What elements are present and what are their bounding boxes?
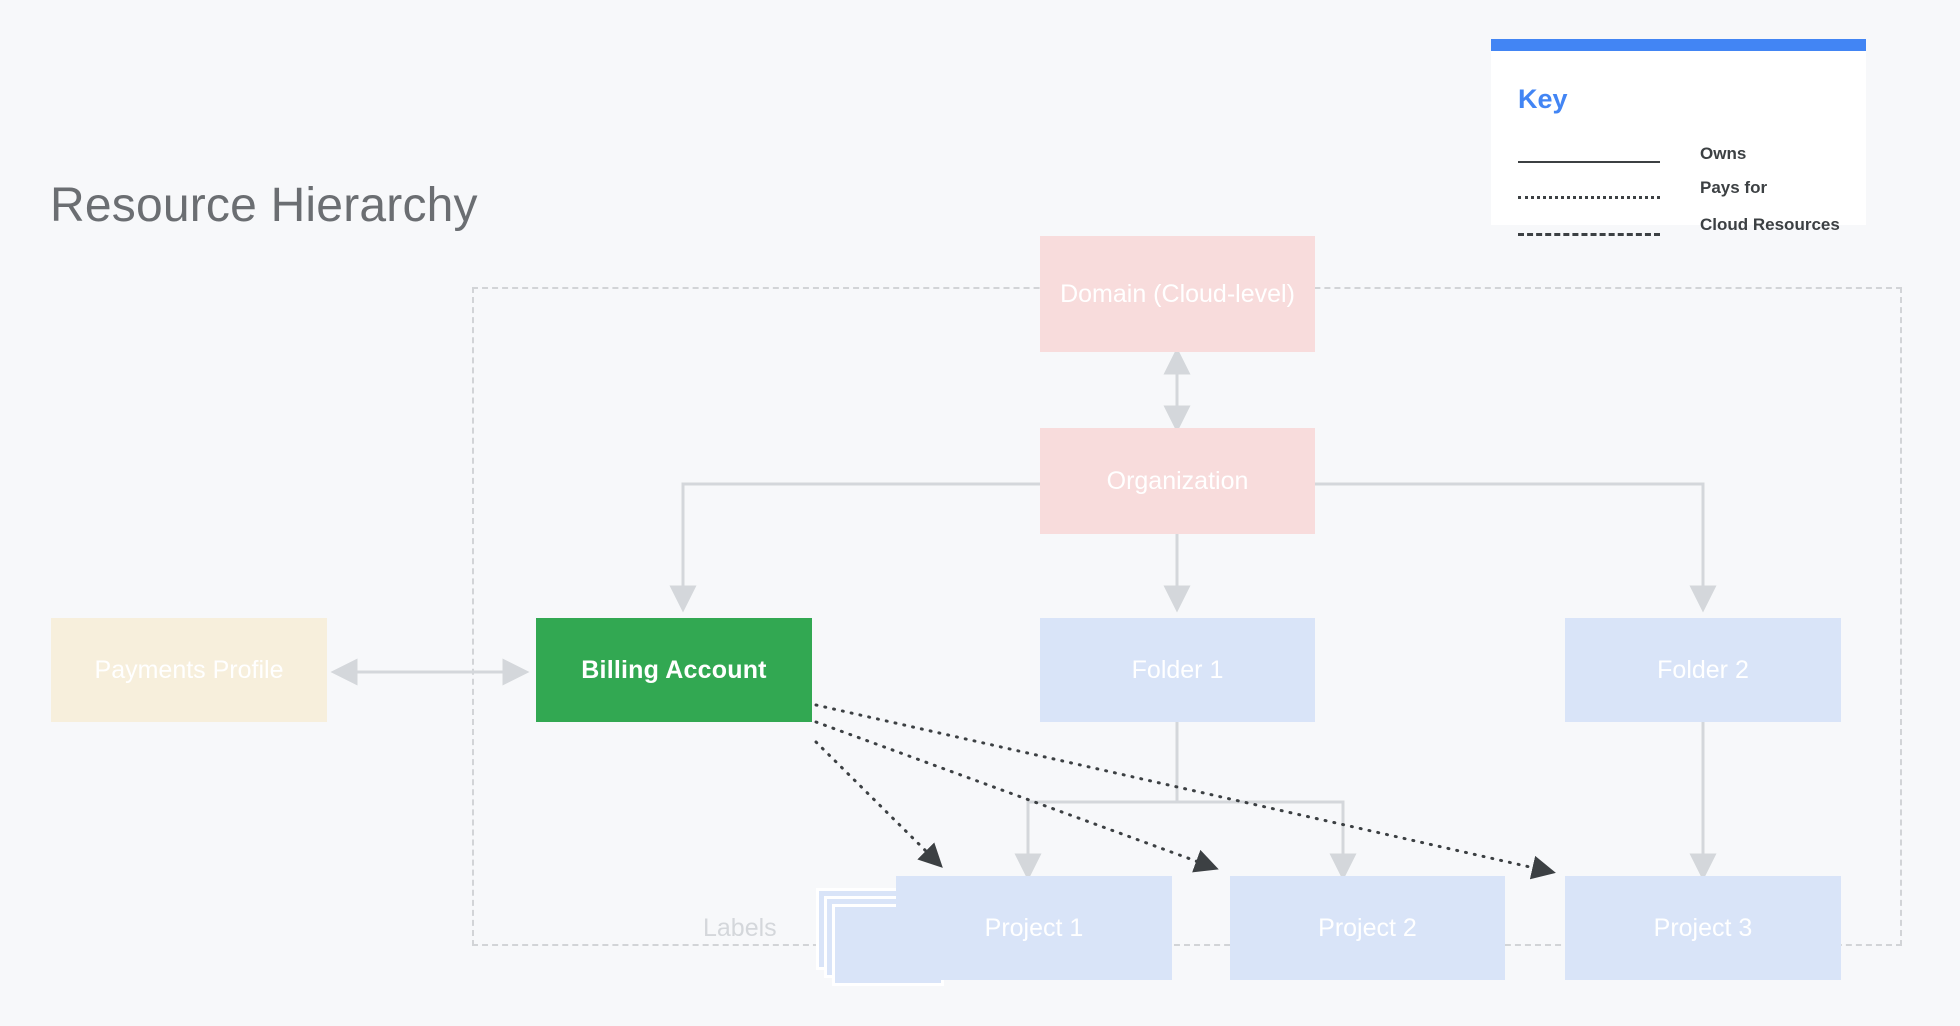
- node-project-1[interactable]: Project 1: [896, 876, 1172, 980]
- cloud-resources-boundary: [472, 287, 1902, 946]
- page-title: Resource Hierarchy: [50, 179, 478, 232]
- key-swatch-owns-line: [1518, 161, 1660, 163]
- node-project-2-label: Project 2: [1318, 914, 1417, 942]
- node-billing-account[interactable]: Billing Account: [536, 618, 812, 722]
- node-domain-label: Domain (Cloud-level): [1060, 280, 1295, 308]
- node-folder-2[interactable]: Folder 2: [1565, 618, 1841, 722]
- node-billing-account-label: Billing Account: [581, 656, 767, 684]
- labels-annotation: Labels: [703, 914, 777, 942]
- node-domain[interactable]: Domain (Cloud-level): [1040, 236, 1315, 352]
- node-payments-profile-label: Payments Profile: [94, 656, 284, 684]
- node-folder-1[interactable]: Folder 1: [1040, 618, 1315, 722]
- key-label-pays-for: Pays for: [1700, 178, 1768, 197]
- node-payments-profile[interactable]: Payments Profile: [51, 618, 327, 722]
- node-organization[interactable]: Organization: [1040, 428, 1315, 534]
- node-project-3[interactable]: Project 3: [1565, 876, 1841, 980]
- key-accent-bar: [1491, 39, 1866, 51]
- node-organization-label: Organization: [1106, 467, 1249, 495]
- key-swatch-pays-for-line: [1518, 196, 1660, 199]
- node-folder-1-label: Folder 1: [1131, 656, 1224, 684]
- key-swatch-cloud-resources-line: [1518, 233, 1660, 236]
- key-title: Key: [1518, 84, 1568, 114]
- node-project-3-label: Project 3: [1653, 914, 1753, 942]
- node-project-2[interactable]: Project 2: [1230, 876, 1505, 980]
- node-folder-2-label: Folder 2: [1657, 656, 1749, 684]
- key-legend-card: Key Owns Pays for Cloud Resources: [1491, 39, 1866, 236]
- node-project-1-label: Project 1: [984, 914, 1084, 942]
- key-label-cloud-resources: Cloud Resources: [1700, 215, 1840, 234]
- key-label-owns: Owns: [1700, 144, 1747, 163]
